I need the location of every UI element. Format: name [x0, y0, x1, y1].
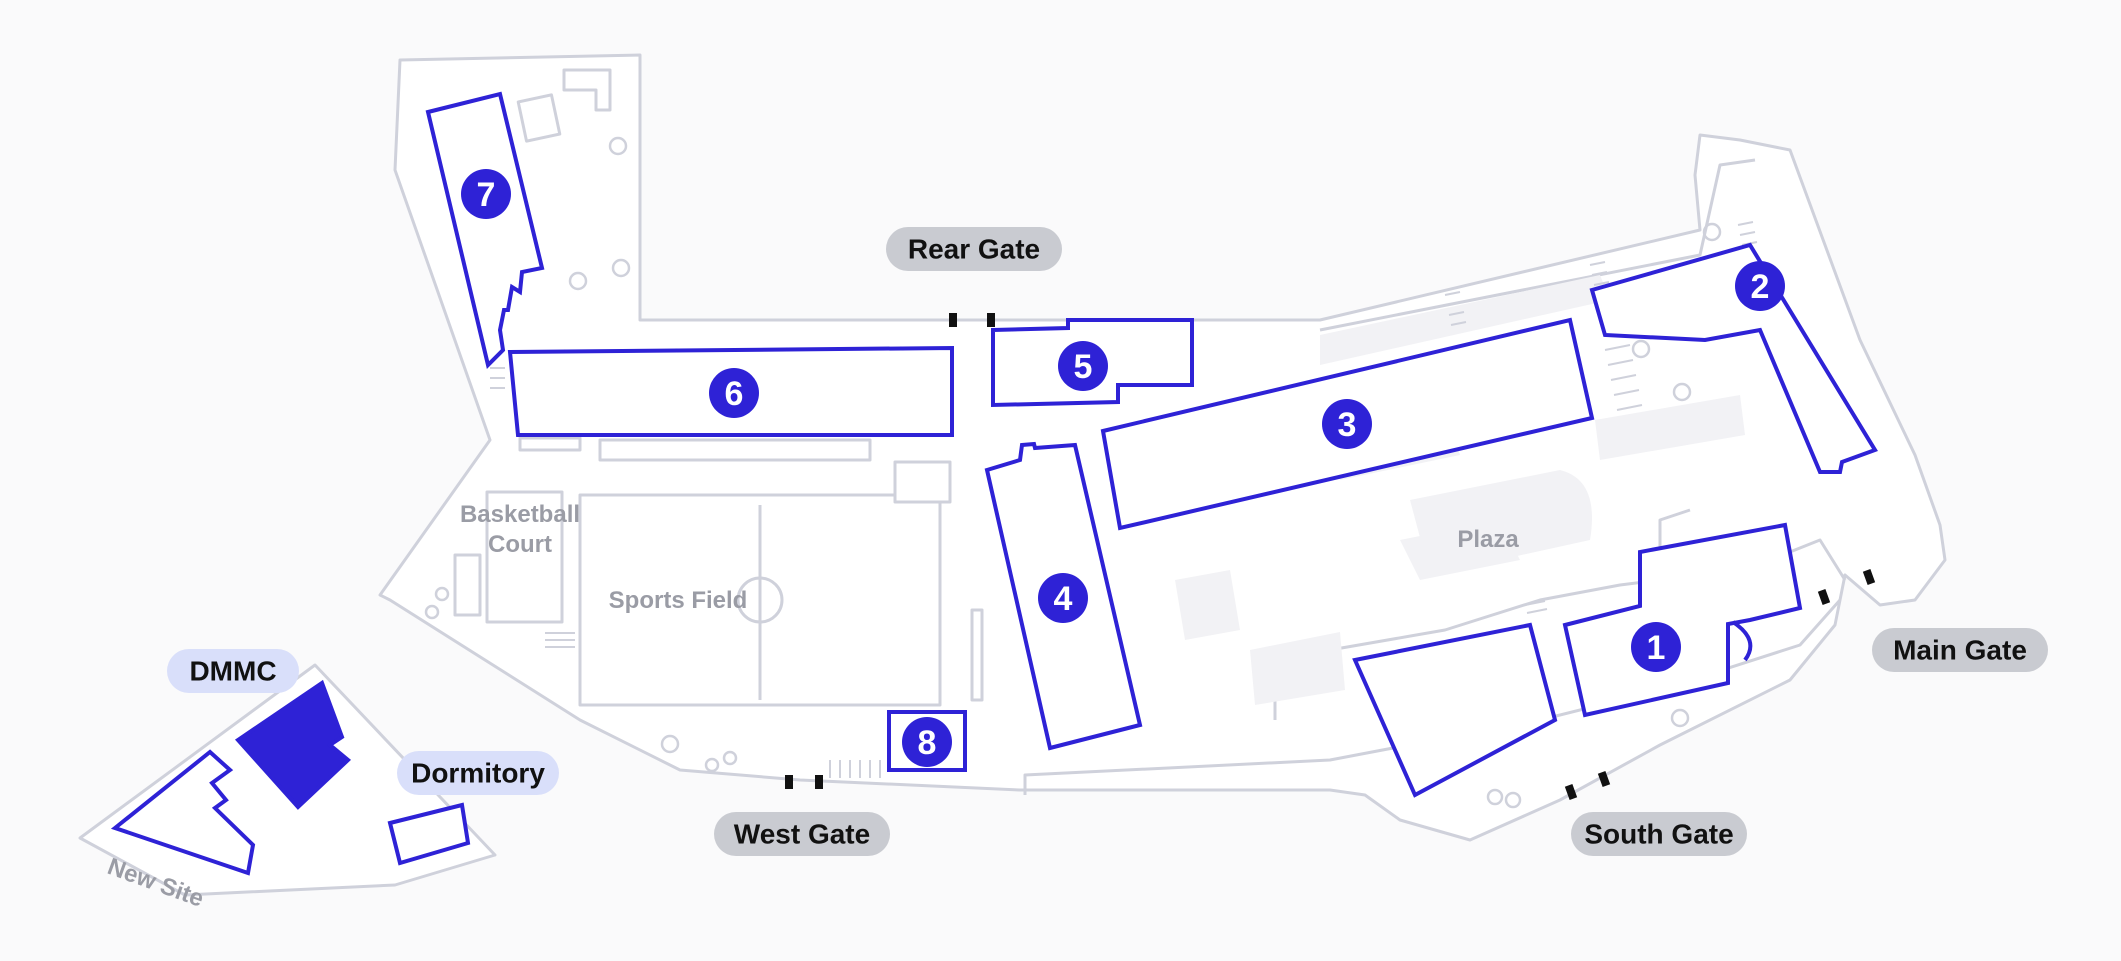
- building-1-annex[interactable]: [1352, 622, 1558, 798]
- svg-text:Main Gate: Main Gate: [1893, 635, 2027, 666]
- svg-text:Dormitory: Dormitory: [411, 758, 545, 789]
- building-7[interactable]: [425, 91, 545, 369]
- west-gate-label[interactable]: West Gate: [714, 812, 890, 856]
- svg-text:4: 4: [1054, 580, 1073, 618]
- basketball-court-label-line1: Basketball: [460, 501, 580, 528]
- south-gate-label[interactable]: South Gate: [1571, 812, 1747, 856]
- building-badge-3[interactable]: 3: [1322, 399, 1372, 449]
- dormitory-building[interactable]: [387, 802, 471, 866]
- rear-gate-label[interactable]: Rear Gate: [886, 227, 1062, 271]
- svg-text:2: 2: [1751, 268, 1770, 306]
- svg-text:5: 5: [1074, 348, 1093, 386]
- gate-labels: Rear Gate Main Gate South Gate West Gate: [714, 227, 2048, 856]
- sports-facilities: [453, 436, 984, 707]
- basketball-court-label-line2: Court: [488, 531, 552, 558]
- building-badge-7[interactable]: 7: [461, 169, 511, 219]
- building-badge-6[interactable]: 6: [709, 368, 759, 418]
- new-site-building[interactable]: [110, 749, 256, 876]
- svg-text:7: 7: [477, 176, 496, 214]
- building-badge-5[interactable]: 5: [1058, 341, 1108, 391]
- building-badge-2[interactable]: 2: [1735, 261, 1785, 311]
- dmmc-label[interactable]: DMMC: [167, 649, 299, 693]
- svg-text:Rear Gate: Rear Gate: [908, 234, 1040, 265]
- offsite-area: New Site: [78, 663, 497, 913]
- svg-text:South Gate: South Gate: [1584, 819, 1733, 850]
- svg-text:3: 3: [1338, 406, 1357, 444]
- svg-text:1: 1: [1647, 629, 1666, 667]
- offsite-labels: DMMC Dormitory: [167, 649, 559, 795]
- tree-icon: [424, 136, 1722, 809]
- stairs-icon: [490, 221, 1758, 778]
- sports-field-label: Sports Field: [609, 587, 748, 614]
- svg-text:6: 6: [725, 375, 744, 413]
- building-2[interactable]: [1589, 242, 1878, 474]
- svg-text:DMMC: DMMC: [189, 656, 276, 687]
- plaza-label: Plaza: [1457, 526, 1519, 553]
- gate-post-icon: [785, 313, 1876, 800]
- dormitory-label[interactable]: Dormitory: [397, 751, 559, 795]
- main-gate-label[interactable]: Main Gate: [1872, 628, 2048, 672]
- dmmc-building[interactable]: [234, 679, 352, 810]
- svg-text:8: 8: [918, 724, 937, 762]
- building-badges: 1 2 3 4 5 6 7 8: [461, 169, 1785, 767]
- building-badge-8[interactable]: 8: [902, 717, 952, 767]
- building-badge-4[interactable]: 4: [1038, 573, 1088, 623]
- building-badge-1[interactable]: 1: [1631, 622, 1681, 672]
- svg-text:West Gate: West Gate: [734, 819, 870, 850]
- building-1[interactable]: [1562, 522, 1803, 718]
- area-labels: Basketball Court Sports Field Plaza: [460, 501, 1519, 614]
